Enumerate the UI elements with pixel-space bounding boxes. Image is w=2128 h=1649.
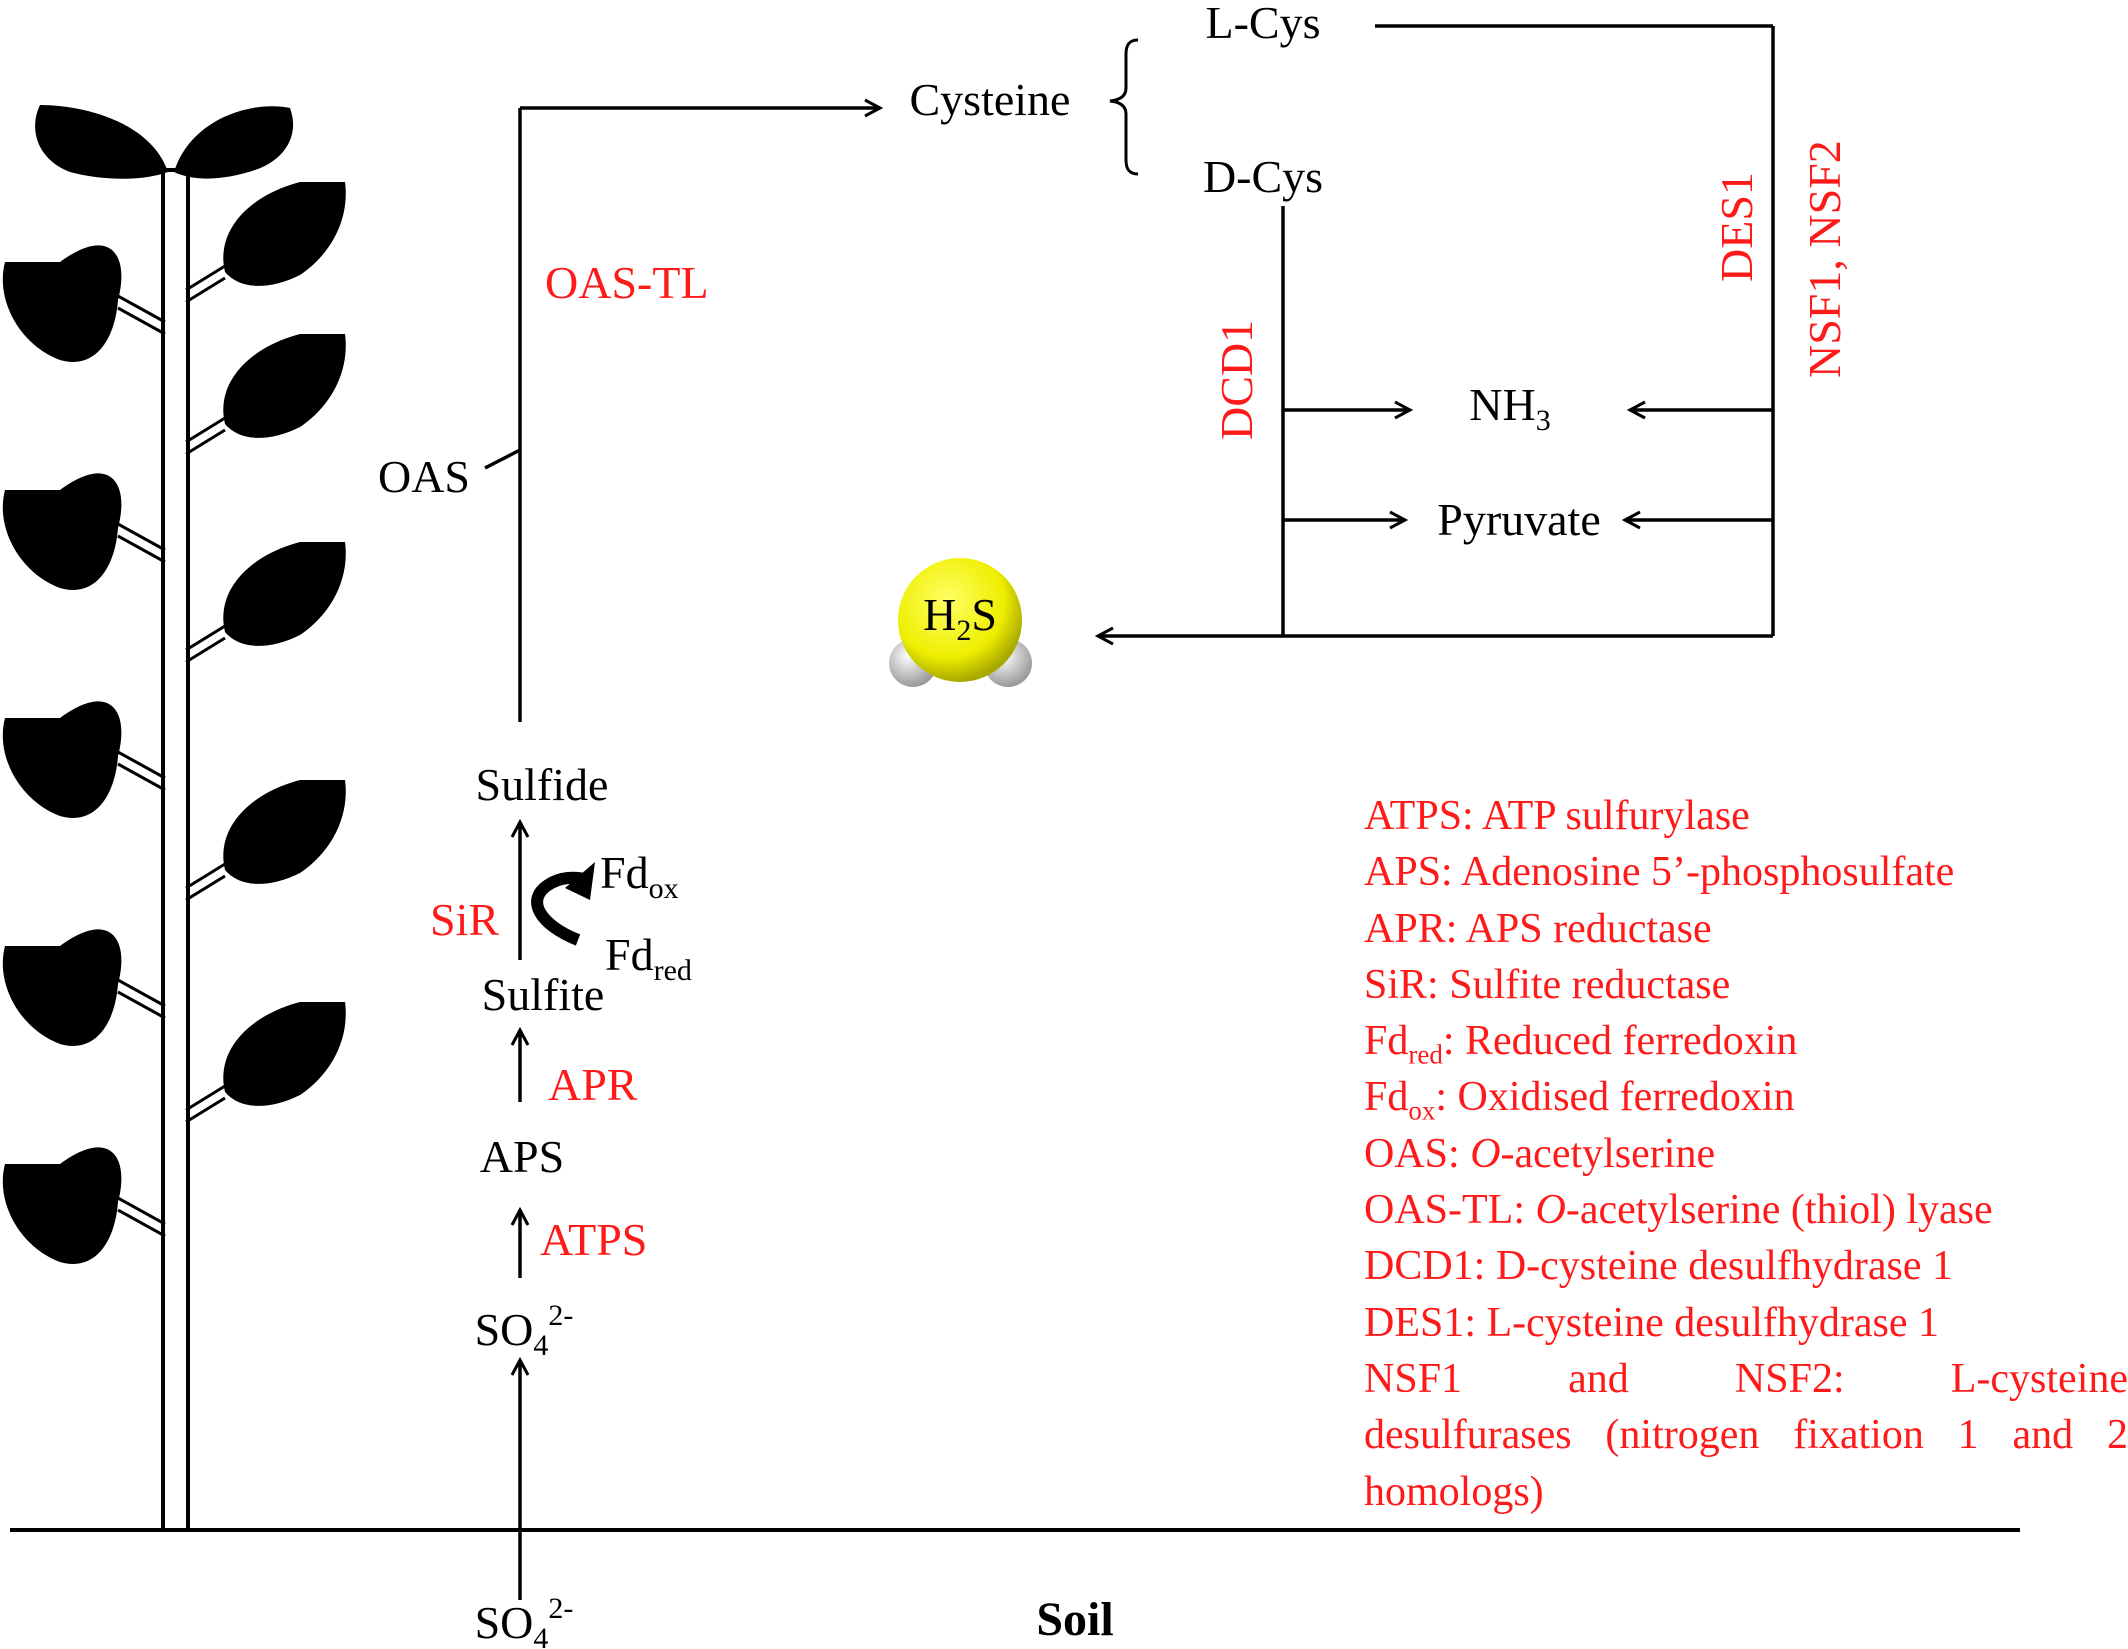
- soil-label: Soil: [1036, 1593, 1113, 1646]
- line-oas-branch: [484, 448, 521, 470]
- so4-plant-label: SO42-: [475, 1299, 574, 1362]
- cysteine-bracket: [1109, 38, 1139, 176]
- legend-sir: SiR: Sulfite reductase: [1364, 961, 1731, 1008]
- legend-fd-ox: Fdox: Oxidised ferredoxin: [1364, 1074, 1795, 1126]
- legend-nsf-line1: NSF1 and NSF2: L-cysteine: [1364, 1355, 2128, 1402]
- legend-apr: APR: APS reductase: [1364, 905, 1712, 952]
- cysteine-label: Cysteine: [910, 74, 1071, 125]
- nh3-label: NH3: [1469, 379, 1550, 437]
- fd-red-label: Fdred: [605, 929, 692, 987]
- enzyme-dcd1: DCD1: [1211, 320, 1262, 440]
- h2s-molecule: H2S: [889, 558, 1032, 687]
- fd-ox-label: Fdox: [600, 847, 679, 905]
- abbreviation-legend: ATPS: ATP sulfurylase APS: Adenosine 5’-…: [1364, 788, 2128, 1520]
- legend-aps: APS: Adenosine 5’-phosphosulfate: [1364, 849, 1955, 896]
- enzyme-des1: DES1: [1711, 172, 1762, 282]
- oas-label: OAS: [378, 451, 470, 502]
- enzyme-nsf: NSF1, NSF2: [1799, 140, 1850, 378]
- legend-oas: OAS: O-acetylserine: [1364, 1130, 1716, 1177]
- enzyme-apr: APR: [548, 1059, 638, 1110]
- enzyme-atps: ATPS: [540, 1214, 647, 1265]
- pyruvate-label: Pyruvate: [1437, 494, 1601, 545]
- legend-fd-red: Fdred: Reduced ferredoxin: [1364, 1018, 1798, 1070]
- d-cys-label: D-Cys: [1203, 151, 1323, 202]
- plant-silhouette: [2, 105, 346, 1532]
- sulfide-label: Sulfide: [476, 759, 609, 810]
- ferredoxin-arrowhead: [565, 862, 595, 900]
- legend-oas-tl: OAS-TL: O-acetylserine (thiol) lyase: [1364, 1187, 1993, 1234]
- legend-nsf-line2: desulfurases (nitrogen fixation 1 and 2 …: [1364, 1412, 2128, 1515]
- assimilation-arrows: [484, 108, 880, 1600]
- enzyme-oas-tl: OAS-TL: [545, 257, 709, 308]
- legend-dcd1: DCD1: D-cysteine desulfhydrase 1: [1364, 1243, 1954, 1290]
- legend-atps: ATPS: ATP sulfurylase: [1364, 793, 1750, 839]
- l-cys-label: L-Cys: [1206, 0, 1321, 48]
- sulfite-label: Sulfite: [482, 969, 605, 1020]
- degradation-arrows: [1098, 24, 1775, 636]
- aps-label: APS: [480, 1131, 564, 1182]
- enzyme-sir: SiR: [430, 894, 499, 945]
- so4-soil-label: SO42-: [475, 1592, 574, 1649]
- legend-des1: DES1: L-cysteine desulfhydrase 1: [1364, 1299, 1940, 1346]
- ferredoxin-curved-arrow: [531, 871, 590, 946]
- h2s-label: H2S: [923, 589, 997, 647]
